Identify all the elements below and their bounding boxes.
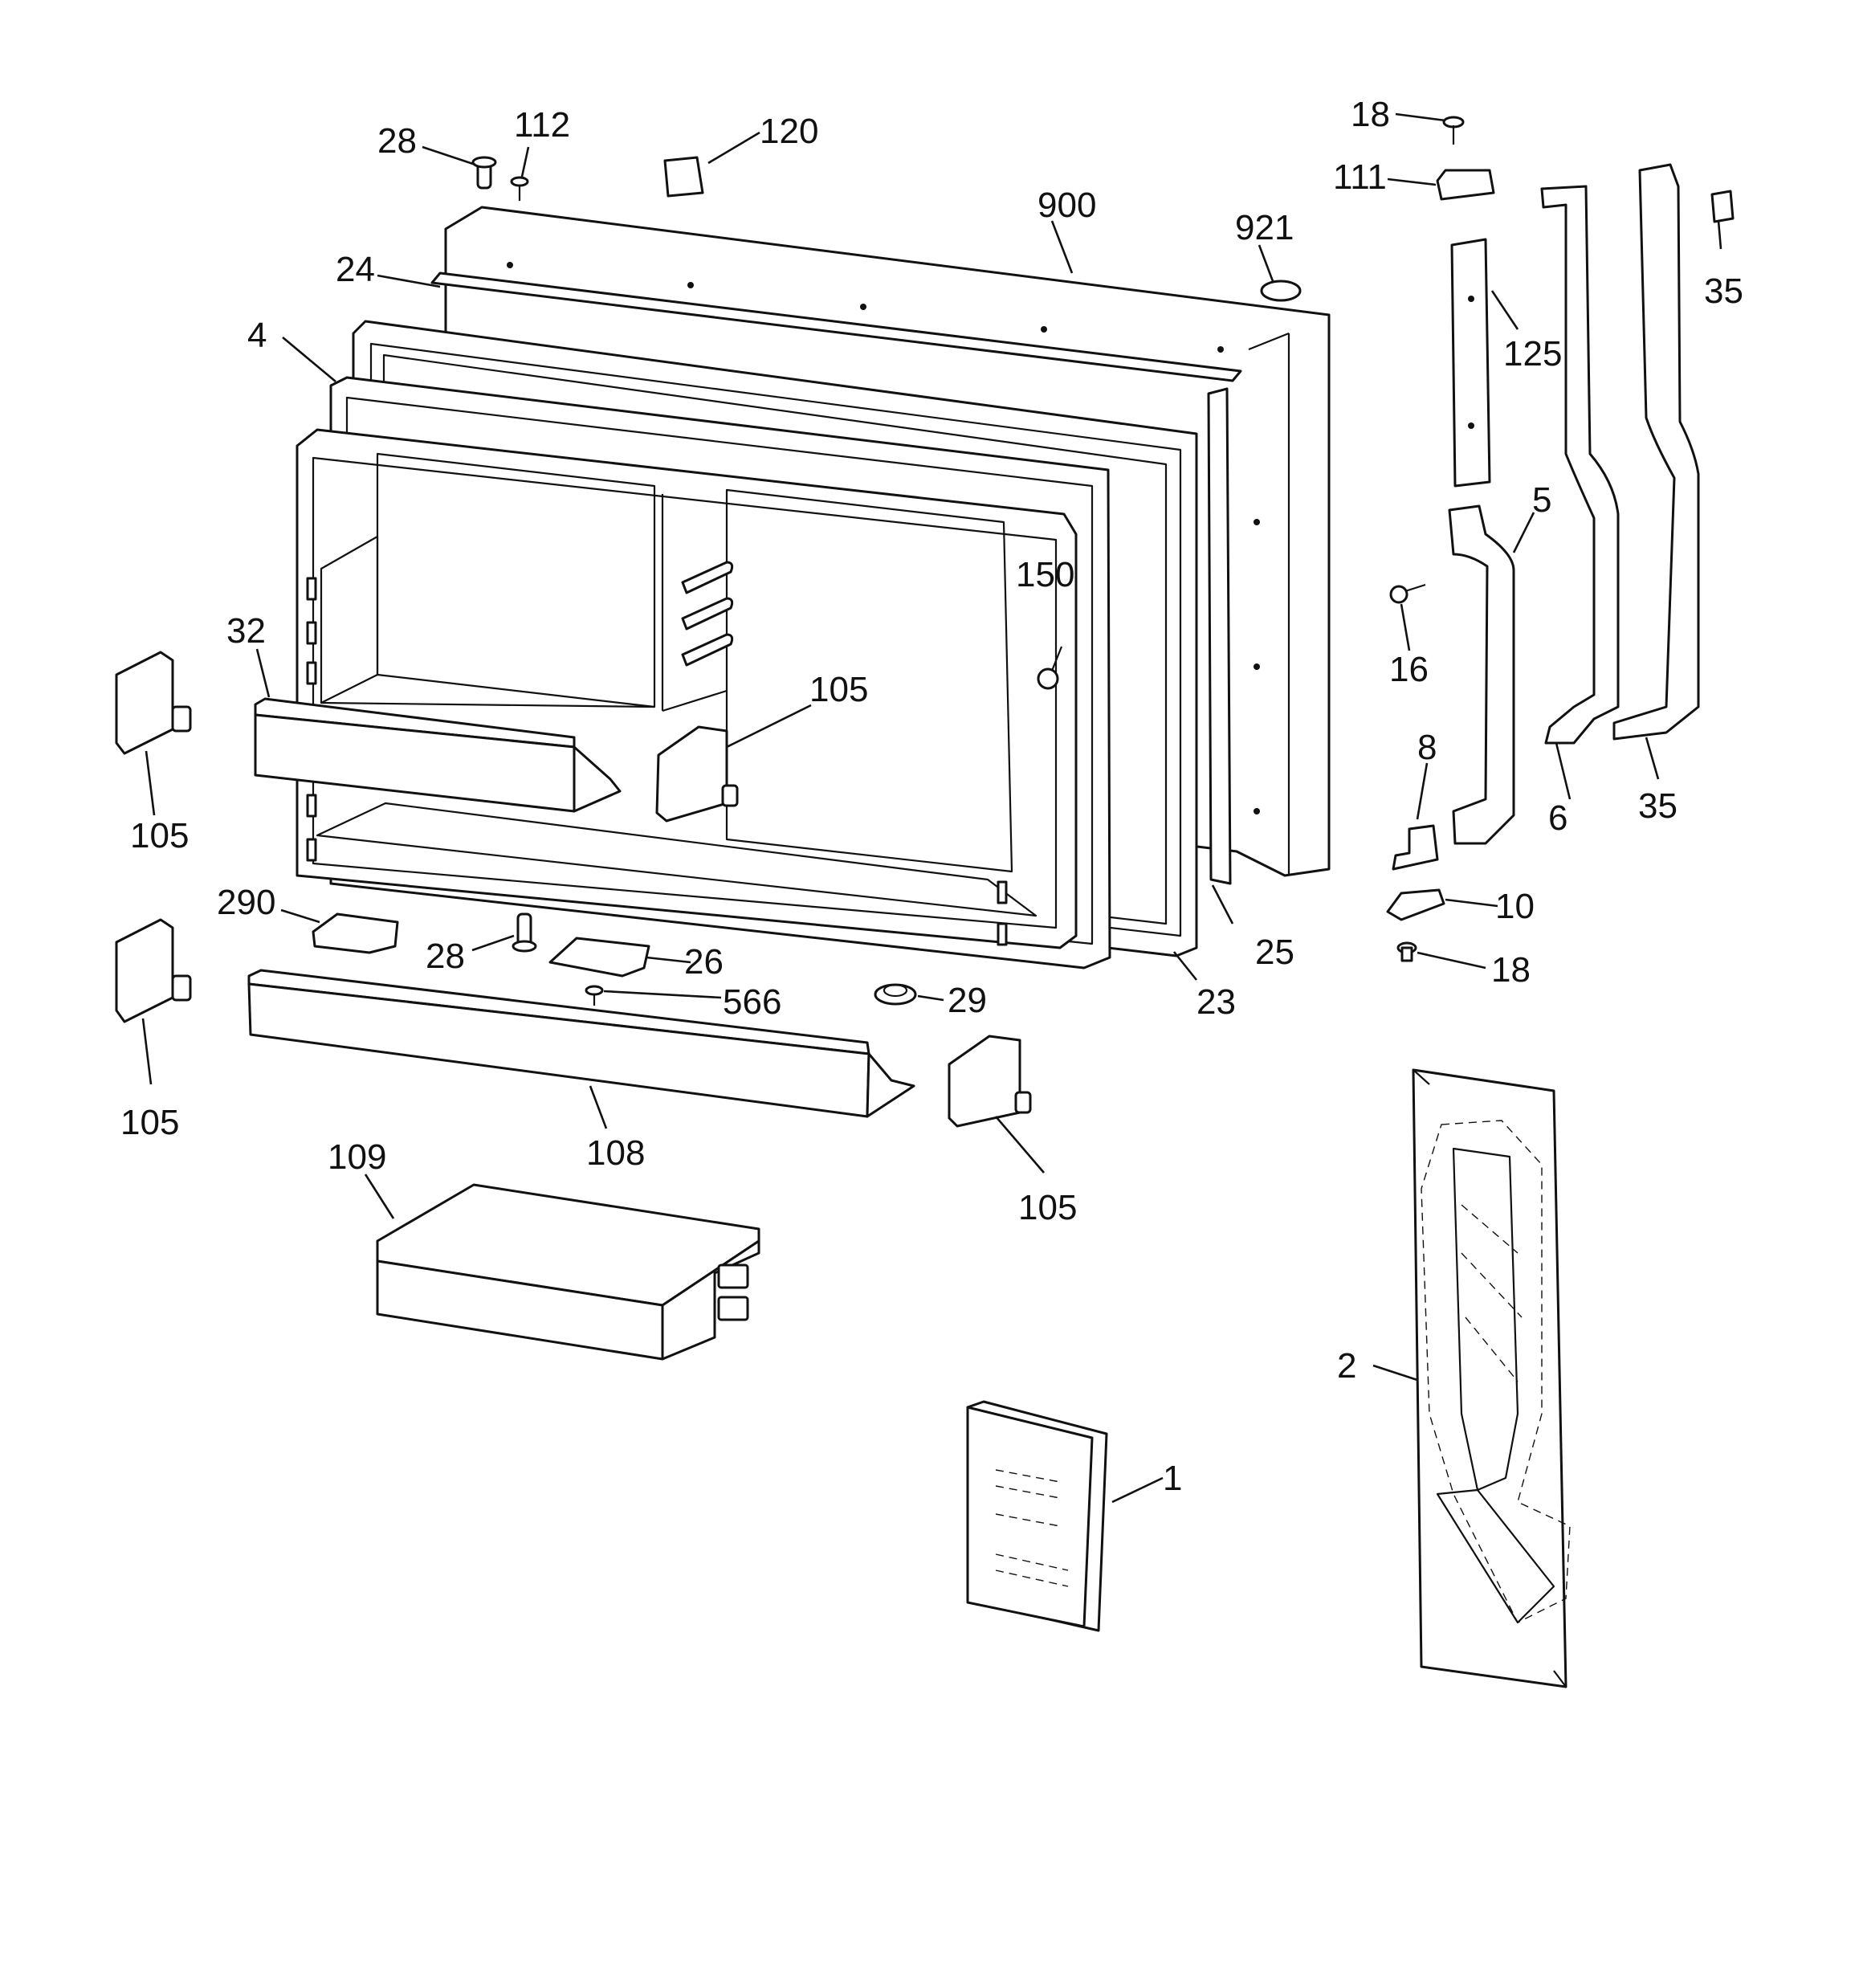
- handle-end-cap: [1710, 190, 1735, 223]
- plate-screw: [585, 985, 604, 1006]
- callout-150: 150: [1016, 555, 1074, 594]
- shelf-end-cap-center: [655, 725, 739, 823]
- callout-16: 16: [1389, 650, 1429, 689]
- callout-105-right: 105: [1018, 1188, 1077, 1227]
- owners-manual: [966, 1400, 1108, 1632]
- callout-28-bottom: 28: [426, 937, 465, 976]
- callout-921: 921: [1235, 208, 1294, 247]
- callout-24: 24: [336, 250, 375, 289]
- callout-28-top: 28: [377, 121, 417, 161]
- shelf-end-cap-left-lower: [115, 918, 192, 1023]
- hinge-plate: [1386, 888, 1445, 921]
- spring-clip: [1392, 824, 1439, 871]
- inner-liner: [296, 428, 1078, 949]
- callout-26: 26: [684, 942, 724, 982]
- bracket-screw: [1389, 583, 1426, 604]
- shelf-end-cap-right: [948, 1035, 1032, 1128]
- callout-35-top: 35: [1704, 271, 1743, 311]
- callout-18-bottom: 18: [1491, 950, 1531, 990]
- hinge-screw-top: [1442, 116, 1465, 145]
- leader-lines: [141, 112, 1722, 1504]
- handle-bracket: [1448, 504, 1515, 845]
- door-panel-in-bag: [1412, 1068, 1571, 1688]
- grommet: [874, 983, 917, 1006]
- top-pin: [471, 156, 497, 190]
- callout-10: 10: [1495, 887, 1535, 926]
- callout-105-left-lower: 105: [120, 1103, 179, 1142]
- plug: [1260, 280, 1302, 302]
- callout-108: 108: [586, 1133, 645, 1173]
- shelf-end-cap-left-upper: [115, 651, 192, 755]
- callout-25: 25: [1255, 933, 1294, 972]
- callout-105-center: 105: [809, 670, 868, 709]
- callout-112: 112: [514, 105, 570, 145]
- side-gasket-strip: [1207, 387, 1232, 885]
- callout-566: 566: [723, 982, 781, 1022]
- handle-trim: [1540, 185, 1620, 745]
- cam-plate: [548, 937, 650, 978]
- bottom-pin: [512, 912, 537, 953]
- callout-29: 29: [948, 981, 987, 1020]
- callout-4: 4: [247, 316, 267, 355]
- callout-6: 6: [1548, 798, 1567, 838]
- callout-1: 1: [1163, 1459, 1182, 1498]
- door-stop-block: [312, 912, 399, 954]
- mounting-strip: [1450, 238, 1491, 488]
- cap: [663, 156, 704, 198]
- callout-5: 5: [1532, 480, 1551, 520]
- liner-screw: [1037, 646, 1063, 690]
- hinge-block: [1436, 169, 1495, 201]
- callout-125: 125: [1503, 334, 1562, 374]
- top-trim-strip: [430, 271, 1242, 382]
- hinge-screw-bottom: [1396, 941, 1417, 962]
- callout-numbers: 28 112 120 900 921 24 4 18 111 125 35 5 …: [120, 95, 1743, 1498]
- callout-109: 109: [328, 1137, 386, 1177]
- upper-door-shelf: [254, 697, 622, 813]
- top-screw: [510, 176, 529, 201]
- handle: [1612, 163, 1700, 741]
- lower-door-shelf: [247, 969, 915, 1118]
- callout-900: 900: [1037, 186, 1096, 225]
- callout-35-bottom: 35: [1638, 786, 1678, 826]
- callout-120: 120: [760, 112, 818, 151]
- callout-23: 23: [1196, 982, 1236, 1022]
- callout-32: 32: [226, 611, 266, 651]
- callout-105-left-upper: 105: [130, 816, 189, 855]
- callout-8: 8: [1417, 728, 1437, 767]
- dairy-bin: [376, 1183, 760, 1361]
- callout-2: 2: [1337, 1346, 1356, 1386]
- callout-18-top: 18: [1351, 95, 1390, 134]
- callout-111: 111: [1333, 157, 1387, 197]
- callout-290: 290: [217, 883, 275, 922]
